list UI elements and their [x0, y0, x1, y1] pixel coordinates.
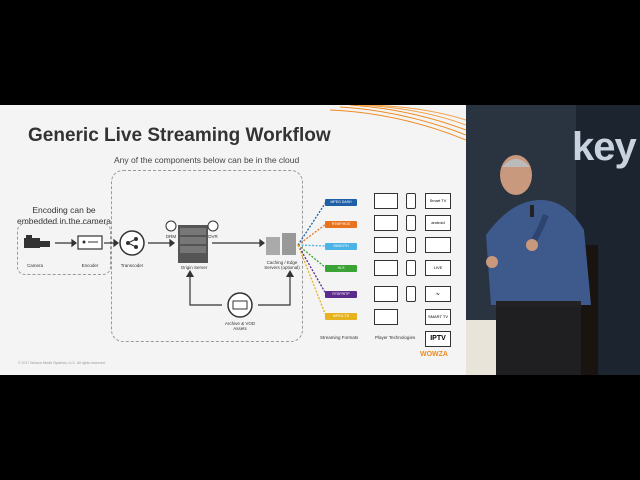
phone-icon — [406, 237, 416, 253]
podium — [466, 320, 496, 375]
camera-encoder-box — [17, 223, 111, 275]
cloud-caption: Any of the components below can be in th… — [114, 155, 300, 165]
encoder-label: Encoder — [81, 263, 99, 268]
speaker-figure — [486, 155, 598, 375]
caching-label: Caching / Edge Servers (optional) — [264, 260, 300, 270]
apple-tv-icon: tv — [425, 286, 451, 302]
workflow-diagram — [24, 201, 327, 318]
caching-servers-icon — [266, 233, 296, 255]
phone-icon — [406, 193, 416, 209]
tv-icon — [425, 237, 451, 253]
origin-server-label: Origin Server — [180, 265, 208, 270]
format-mpeg-dash: MPEG DASH — [325, 199, 357, 206]
xbox-live-icon: LIVE — [425, 260, 451, 276]
iptv-icon: IPTV — [425, 331, 451, 347]
transcoder-icon — [119, 230, 145, 256]
camera-label: Camera — [26, 263, 43, 268]
archive-label: Archive & VOD Assets — [224, 321, 256, 331]
drm-icon — [165, 220, 177, 232]
android-tv-icon: android — [425, 215, 451, 231]
dvr-label: DVR — [208, 234, 218, 239]
laptop-icon — [374, 286, 398, 302]
format-smooth: SMOOTH — [325, 243, 357, 250]
vlc-icon — [374, 309, 398, 325]
player-technologies-label: Player Technologies — [375, 335, 416, 340]
stage-with-speaker: key — [466, 105, 640, 375]
archive-icon — [227, 292, 253, 318]
phone-icon — [406, 260, 416, 276]
phone-icon — [406, 215, 416, 231]
encoder-icon — [77, 235, 103, 250]
format-mpeg-ts: MPEG-TS — [325, 313, 357, 320]
slide-title: Generic Live Streaming Workflow — [28, 125, 331, 146]
phone-icon — [406, 286, 416, 302]
drm-label: DRM — [165, 234, 177, 239]
transcoder-label: Transcoder — [120, 263, 144, 268]
format-rtsp-rtp: RTSP/RTP — [325, 291, 357, 298]
wowza-logo: WOWZA — [420, 351, 448, 358]
streaming-formats-label: Streaming Formats — [320, 335, 359, 340]
presentation-slide: Generic Live Streaming Workflow Any of t… — [0, 105, 466, 375]
laptop-icon — [374, 193, 398, 209]
copyright: © 2017 Wowza Media Systems, LLC. All rig… — [18, 361, 106, 365]
smart-tv-icon: SMART TV — [425, 309, 451, 325]
backdrop-text: key — [572, 125, 637, 169]
origin-server-icon — [178, 225, 208, 263]
decorative-orange-lines — [330, 105, 466, 141]
laptop-icon — [374, 260, 398, 276]
format-rtmp-hds: RTMP/HDS — [325, 221, 357, 228]
laptop-icon — [374, 215, 398, 231]
smart-tv-icon: Smart TV — [425, 193, 451, 209]
camera-icon — [24, 235, 50, 248]
camera-caption: Encoding can be embedded in the camera — [16, 205, 112, 226]
format-hls: HLS — [325, 265, 357, 272]
dvr-icon — [207, 220, 219, 232]
laptop-icon — [374, 237, 398, 253]
